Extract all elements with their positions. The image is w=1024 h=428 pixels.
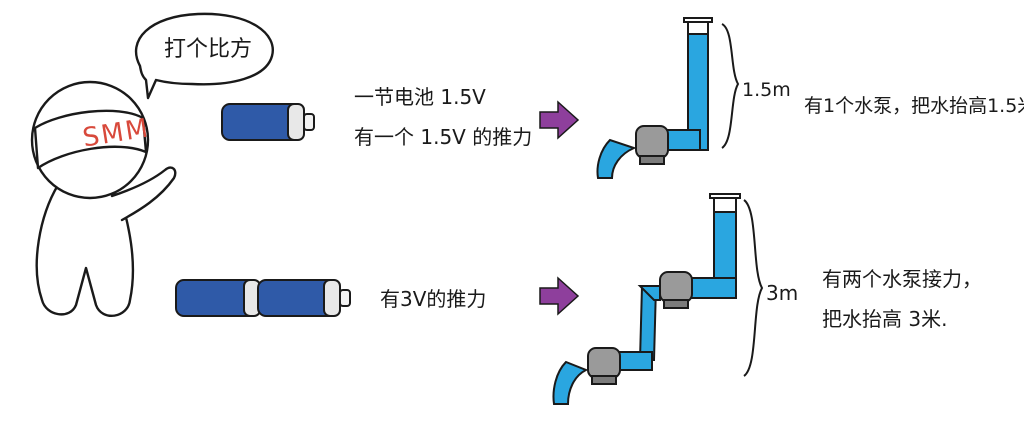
row1-battery-line1: 一节电池 1.5V	[354, 85, 486, 109]
row1-result-line1: 有1个水泵，把水抬高1.5米	[804, 95, 1024, 117]
water-pump-icon	[637, 271, 693, 309]
row1-battery-line2: 有一个 1.5V 的推力	[354, 125, 532, 149]
water-pipe-icon	[659, 17, 713, 151]
water-pipe-icon	[615, 193, 741, 371]
water-pump-icon	[552, 347, 621, 405]
row2-result-line2: 把水抬高 3米.	[822, 307, 947, 331]
character-body	[35, 183, 135, 317]
bracket-icon	[721, 23, 740, 149]
speech-bubble-text: 打个比方	[164, 37, 252, 62]
bracket-icon	[743, 199, 764, 377]
battery-icon	[221, 103, 315, 141]
arrow-right-icon	[539, 276, 580, 316]
row2-result-line1: 有两个水泵接力，	[822, 267, 982, 291]
row1-height-label: 1.5m	[742, 79, 791, 101]
battery-icon	[175, 279, 351, 317]
arrow-right-icon	[539, 100, 580, 140]
speech-bubble	[134, 12, 274, 100]
character-headband	[33, 109, 148, 170]
row2-battery-line1: 有3V的推力	[380, 287, 486, 311]
character-arm	[110, 166, 177, 222]
character	[30, 12, 274, 317]
row2-height-label: 3m	[766, 281, 798, 305]
water-pump-icon	[596, 125, 669, 179]
